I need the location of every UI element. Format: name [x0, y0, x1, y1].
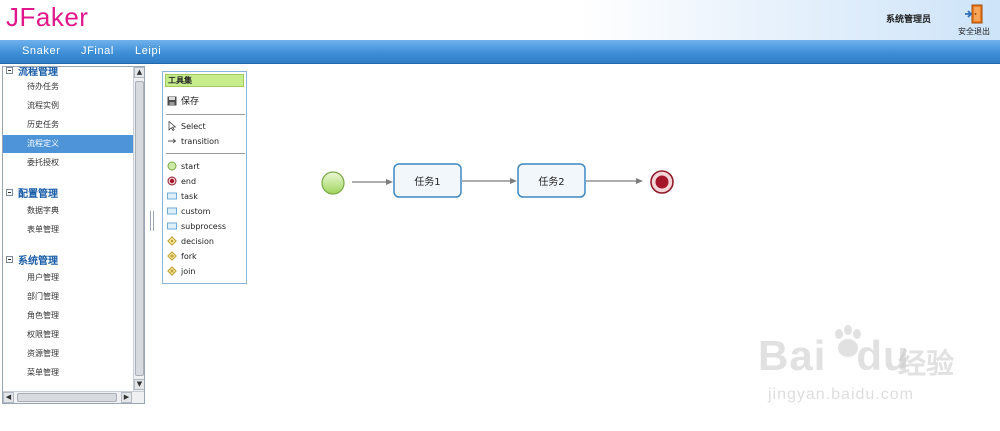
task-box-icon — [167, 192, 177, 200]
tool-task-node[interactable]: task — [167, 190, 198, 204]
tool-label: join — [181, 267, 196, 276]
process-diagram-canvas[interactable]: 任务1 任务2 — [262, 130, 702, 240]
panel-splitter-handle[interactable] — [150, 211, 154, 231]
horizontal-scroll-thumb[interactable] — [17, 393, 117, 402]
header-background — [580, 0, 1000, 40]
tool-label: task — [181, 192, 198, 201]
sidebar-item-departments[interactable]: 部门管理 — [27, 292, 59, 301]
tool-decision-node[interactable]: decision — [167, 235, 214, 249]
tool-select[interactable]: Select — [167, 120, 206, 134]
collapse-icon[interactable] — [6, 67, 13, 74]
transition-arrow-icon — [168, 138, 177, 144]
start-node[interactable] — [321, 171, 345, 195]
task-node-1[interactable]: 任务1 — [393, 163, 462, 198]
tool-end-node[interactable]: end — [167, 175, 196, 189]
task-node-1-label: 任务1 — [414, 175, 440, 188]
sidebar-horizontal-scrollbar[interactable]: ◀ ▶ — [3, 391, 144, 403]
tree-group-system[interactable]: 系统管理 — [6, 252, 58, 267]
sidebar-item-history-tasks[interactable]: 历史任务 — [27, 120, 59, 129]
toolbox-divider — [166, 114, 245, 115]
watermark-brand-tail: du — [856, 332, 910, 379]
sidebar-item-permissions[interactable]: 权限管理 — [27, 330, 59, 339]
transition-task1-to-task2[interactable] — [462, 178, 517, 184]
start-circle-icon — [167, 161, 177, 171]
nav-item-snaker[interactable]: Snaker — [22, 45, 61, 57]
logout-button[interactable]: 安全退出 — [954, 4, 994, 38]
toolbox-title: 工具集 — [165, 74, 244, 87]
end-circle-icon — [167, 176, 177, 186]
tool-label: fork — [181, 252, 197, 261]
tool-label: Select — [181, 122, 206, 131]
sidebar-item-menus[interactable]: 菜单管理 — [27, 368, 59, 377]
sidebar-item-data-dictionary[interactable]: 数据字典 — [27, 206, 59, 215]
task-node-2-label: 任务2 — [538, 175, 564, 188]
tool-join-node[interactable]: join — [167, 265, 195, 279]
scroll-left-arrow-icon[interactable]: ◀ — [3, 392, 14, 403]
end-node[interactable] — [650, 170, 674, 194]
toolbox-panel: 工具集 保存 Select transition start — [162, 71, 247, 284]
header: JFaker 系统管理员 安全退出 — [0, 0, 1000, 40]
tree-group-config[interactable]: 配置管理 — [6, 185, 58, 200]
vertical-scroll-thumb[interactable] — [135, 81, 144, 376]
subprocess-box-icon — [167, 222, 177, 230]
floppy-disk-icon — [167, 96, 177, 106]
sidebar-item-roles[interactable]: 角色管理 — [27, 311, 59, 320]
tool-custom-node[interactable]: custom — [167, 205, 210, 219]
tool-label: end — [181, 177, 197, 186]
fork-diamond-icon — [167, 251, 177, 261]
collapse-icon[interactable] — [6, 256, 13, 263]
toolbox-divider — [166, 153, 245, 154]
nav-item-jfinal[interactable]: JFinal — [81, 45, 114, 57]
sidebar-item-process-definitions[interactable]: 流程定义 — [3, 135, 133, 153]
nav-item-leipi[interactable]: Leipi — [135, 45, 162, 57]
watermark-url: jingyan.baidu.com — [768, 386, 914, 403]
menu-tree: 流程管理 待办任务 流程实例 历史任务 流程定义 委托授权 配置管理 数据字典 … — [3, 67, 133, 391]
current-user-name: 系统管理员 — [886, 15, 932, 25]
sidebar-item-process-instances[interactable]: 流程实例 — [27, 101, 59, 110]
collapse-icon[interactable] — [6, 189, 13, 196]
watermark-brand-head: Bai — [758, 332, 827, 379]
transition-start-to-task1[interactable] — [352, 179, 393, 185]
tree-group-label: 配置管理 — [18, 189, 58, 200]
tool-label: custom — [181, 207, 211, 216]
sidebar-item-delegation[interactable]: 委托授权 — [27, 158, 59, 167]
decision-diamond-icon — [167, 236, 177, 246]
tool-transition[interactable]: transition — [167, 135, 219, 149]
scroll-up-arrow-icon[interactable]: ▲ — [134, 67, 144, 78]
tree-group-process[interactable]: 流程管理 — [6, 67, 58, 78]
tool-label: decision — [181, 237, 214, 246]
app-logo: JFaker — [6, 2, 89, 32]
scroll-right-arrow-icon[interactable]: ▶ — [121, 392, 132, 403]
logout-label: 安全退出 — [958, 27, 990, 36]
tool-label: transition — [181, 137, 220, 146]
tree-group-label: 系统管理 — [18, 256, 58, 267]
custom-box-icon — [167, 207, 177, 215]
save-label: 保存 — [181, 97, 200, 107]
tool-start-node[interactable]: start — [167, 160, 200, 174]
task-node-2[interactable]: 任务2 — [517, 163, 586, 198]
tool-label: subprocess — [181, 222, 227, 231]
tool-fork-node[interactable]: fork — [167, 250, 197, 264]
join-diamond-icon — [167, 266, 177, 276]
paw-logo-icon — [835, 325, 861, 357]
tool-subprocess-node[interactable]: subprocess — [167, 220, 226, 234]
sidebar-item-users[interactable]: 用户管理 — [27, 273, 59, 282]
sidebar-item-todo-tasks[interactable]: 待办任务 — [27, 82, 59, 91]
pointer-arrow-icon — [168, 121, 177, 131]
sidebar-panel: 流程管理 待办任务 流程实例 历史任务 流程定义 委托授权 配置管理 数据字典 … — [2, 66, 145, 404]
sidebar-item-form-management[interactable]: 表单管理 — [27, 225, 59, 234]
watermark-cn: 经验 — [898, 347, 955, 380]
scroll-down-arrow-icon[interactable]: ▼ — [134, 379, 144, 390]
tool-label: start — [181, 162, 200, 171]
tree-group-label: 流程管理 — [18, 67, 58, 78]
top-navbar: Snaker JFinal Leipi — [0, 40, 1000, 64]
sidebar-vertical-scrollbar[interactable]: ▲ ▼ — [133, 67, 144, 391]
exit-door-icon — [965, 4, 983, 24]
save-button[interactable]: 保存 — [167, 95, 199, 109]
transition-task2-to-end[interactable] — [586, 178, 643, 184]
sidebar-item-resources[interactable]: 资源管理 — [27, 349, 59, 358]
